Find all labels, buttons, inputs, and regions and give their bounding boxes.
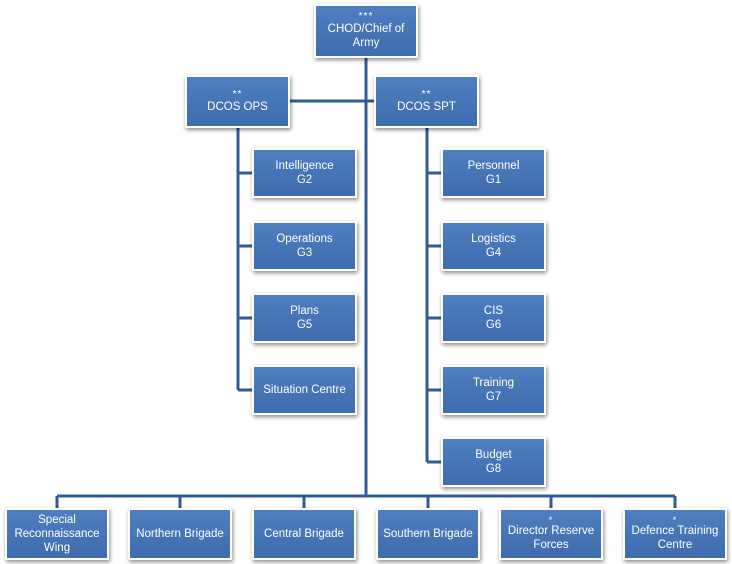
dcos-spt-node[interactable]: ** DCOS SPT	[374, 75, 479, 128]
branch-name: Intelligence	[275, 160, 334, 172]
chod-rank: ***	[358, 11, 374, 22]
spt-branch-personnel[interactable]: Personnel G1	[441, 148, 546, 198]
branch-code: G5	[296, 319, 313, 331]
branch-code: G1	[485, 174, 502, 186]
branch-code: G8	[485, 463, 502, 475]
unit-name: Director Reserve Forces	[507, 525, 595, 551]
branch-code: G4	[485, 247, 502, 259]
branch-code: G7	[485, 391, 502, 403]
spt-branch-cis[interactable]: CIS G6	[441, 293, 546, 343]
spt-branch-budget[interactable]: Budget G8	[441, 437, 546, 487]
ops-branch-situation-centre[interactable]: Situation Centre	[252, 365, 357, 415]
ops-branch-operations[interactable]: Operations G3	[252, 221, 357, 271]
unit-rank: *	[672, 515, 678, 525]
unit-southern-brigade[interactable]: Southern Brigade	[376, 508, 480, 560]
branch-code: G2	[296, 174, 313, 186]
branch-name: Training	[472, 377, 515, 389]
unit-special-reconnaissance-wing[interactable]: Special Reconnaissance Wing	[5, 508, 109, 560]
dcos-ops-title: DCOS OPS	[207, 100, 268, 113]
branch-name: Operations	[276, 233, 333, 245]
branch-name: Personnel	[467, 160, 520, 172]
chod-node[interactable]: *** CHOD/Chief of Army	[314, 4, 418, 58]
branch-name: Logistics	[471, 233, 516, 245]
branch-name: Plans	[290, 305, 319, 317]
unit-name: Special Reconnaissance Wing	[14, 514, 100, 554]
branch-code: G3	[296, 247, 313, 259]
ops-branch-intelligence[interactable]: Intelligence G2	[252, 148, 357, 198]
unit-director-reserve-forces[interactable]: * Director Reserve Forces	[499, 508, 603, 560]
branch-name: CIS	[483, 305, 504, 317]
unit-name: Defence Training Centre	[631, 525, 719, 551]
unit-central-brigade[interactable]: Central Brigade	[252, 508, 356, 560]
dcos-spt-rank: **	[421, 88, 432, 100]
unit-defence-training-centre[interactable]: * Defence Training Centre	[623, 508, 727, 560]
branch-code: G6	[485, 319, 502, 331]
branch-name: Budget	[475, 449, 512, 461]
dcos-ops-rank: **	[232, 88, 243, 100]
dcos-ops-node[interactable]: ** DCOS OPS	[185, 75, 290, 128]
unit-northern-brigade[interactable]: Northern Brigade	[128, 508, 232, 560]
ops-branch-plans[interactable]: Plans G5	[252, 293, 357, 343]
spt-branch-training[interactable]: Training G7	[441, 365, 546, 415]
chod-title: CHOD/Chief of Army	[327, 23, 405, 49]
unit-name: Southern Brigade	[383, 528, 473, 540]
unit-rank: *	[548, 515, 554, 525]
dcos-spt-title: DCOS SPT	[397, 100, 456, 113]
branch-name: Situation Centre	[263, 384, 346, 396]
spt-branch-logistics[interactable]: Logistics G4	[441, 221, 546, 271]
unit-name: Central Brigade	[264, 528, 344, 540]
unit-name: Northern Brigade	[136, 528, 224, 540]
